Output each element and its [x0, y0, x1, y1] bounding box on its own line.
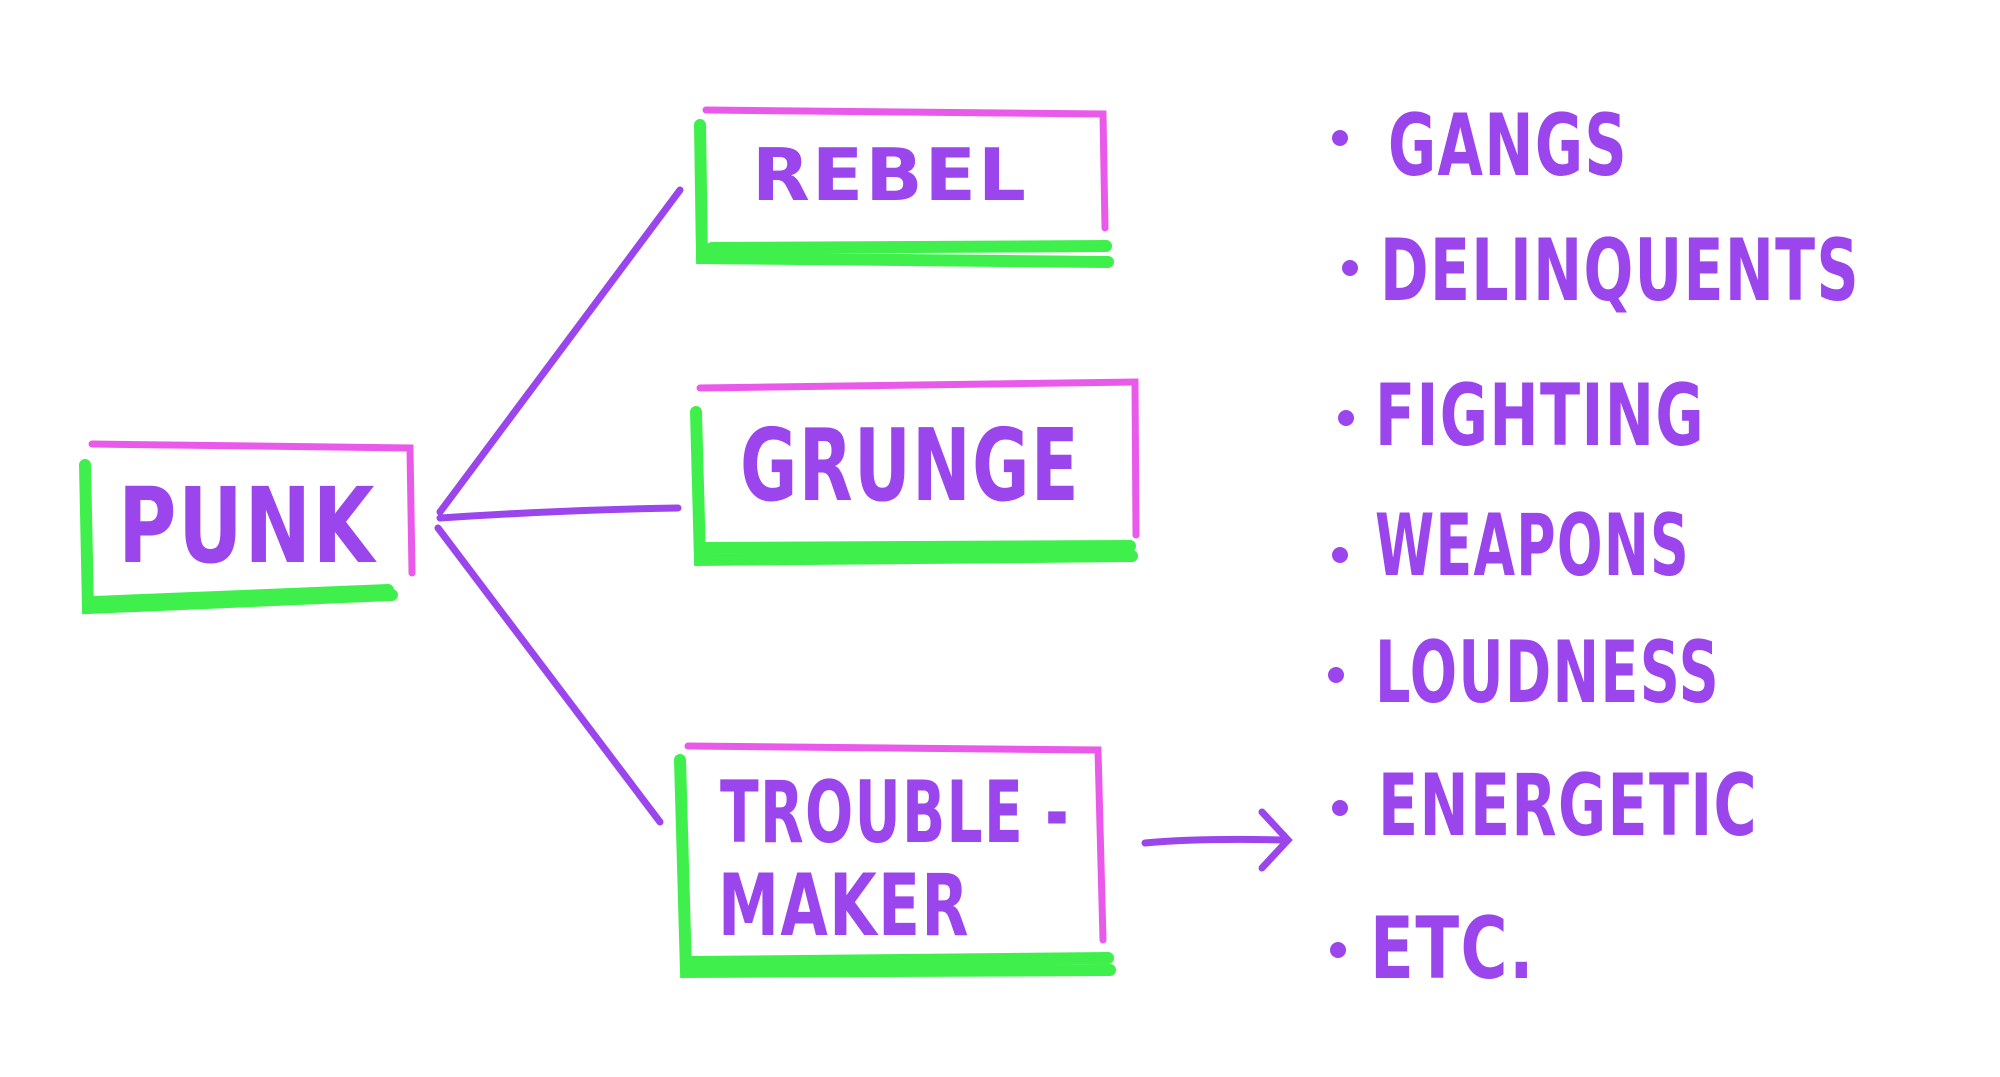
- node-rebel-label: REBEL: [752, 133, 1028, 217]
- bullet-dot-icon: [1338, 410, 1354, 426]
- list-item-label: ENERGETIC: [1378, 756, 1758, 856]
- arrow-to-list: [1141, 808, 1293, 872]
- node-troublemaker: TROUBLE - MAKER: [674, 742, 1116, 979]
- list-item-label: LOUDNESS: [1375, 623, 1720, 723]
- connector-lines: [434, 186, 684, 826]
- list-item: ETC.: [1330, 899, 1535, 999]
- node-punk-label: PUNK: [118, 465, 377, 587]
- node-troublemaker-label-line2: MAKER: [718, 856, 970, 956]
- list-item: LOUDNESS: [1328, 623, 1720, 723]
- list-item: ENERGETIC: [1332, 756, 1758, 856]
- bullet-dot-icon: [1330, 942, 1346, 958]
- list-item-label: GANGS: [1388, 96, 1628, 196]
- node-punk: PUNK: [79, 440, 416, 615]
- node-grunge: GRUNGE: [690, 378, 1140, 567]
- list-item-label: ETC.: [1370, 899, 1535, 999]
- characteristics-list: GANGS DELINQUENTS FIGHTING WEAPONS LOUDN…: [1328, 96, 1860, 999]
- bullet-dot-icon: [1332, 800, 1348, 816]
- link-punk-troublemaker: [434, 524, 664, 826]
- bullet-dot-icon: [1332, 547, 1348, 563]
- link-punk-grunge: [436, 504, 682, 522]
- link-punk-rebel: [436, 186, 684, 516]
- node-rebel: REBEL: [694, 106, 1114, 268]
- list-item: WEAPONS: [1332, 496, 1690, 596]
- list-item: DELINQUENTS: [1342, 221, 1860, 321]
- bullet-dot-icon: [1328, 667, 1344, 683]
- bullet-dot-icon: [1332, 130, 1348, 146]
- arrow-shaft: [1141, 835, 1289, 847]
- list-item: FIGHTING: [1338, 366, 1705, 466]
- arrow-head-icon: [1258, 808, 1293, 872]
- list-item-label: WEAPONS: [1375, 496, 1690, 596]
- list-item-label: DELINQUENTS: [1380, 221, 1860, 321]
- node-grunge-label: GRUNGE: [740, 407, 1080, 524]
- list-item-label: FIGHTING: [1375, 366, 1705, 466]
- list-item: GANGS: [1332, 96, 1628, 196]
- bullet-dot-icon: [1342, 260, 1358, 276]
- node-troublemaker-label-line1: TROUBLE -: [720, 763, 1070, 863]
